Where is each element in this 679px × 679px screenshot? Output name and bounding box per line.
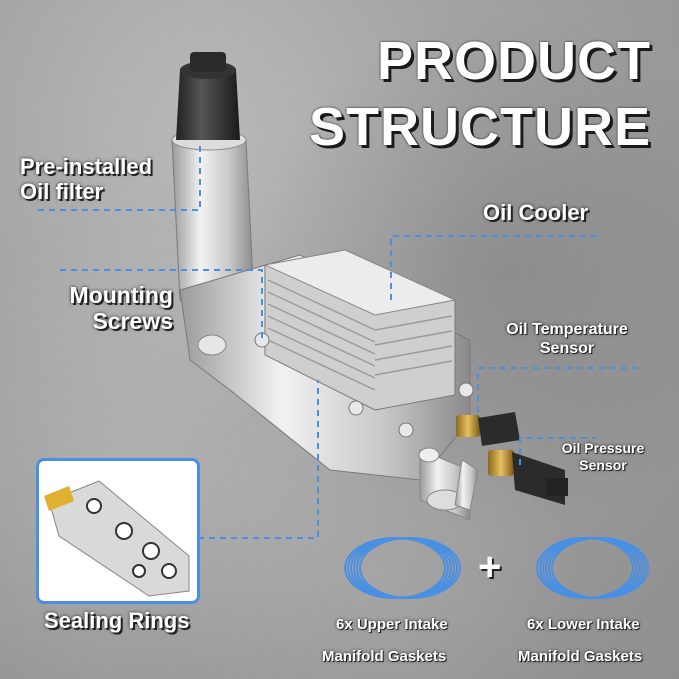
label-oil-temperature-sensor: Oil Temperature Sensor <box>486 320 648 358</box>
sealing-rings-detail-image <box>44 480 190 597</box>
sealing-rings-inset <box>36 458 200 604</box>
label-mounting-screws-line2: Screws <box>92 308 173 335</box>
oil-pressure-sensor <box>488 450 568 505</box>
plus-sign: + <box>478 545 502 589</box>
upper-gasket-caption-line1: 6x Upper Intake <box>336 616 448 633</box>
title-line-2: STRUCTURE <box>309 97 651 157</box>
label-oil-pressure-line2: Sensor <box>579 456 627 473</box>
label-oil-filter-line2: Oil filter <box>20 179 104 205</box>
oil-temperature-sensor <box>456 412 520 446</box>
title-line-1: PRODUCT <box>377 31 651 91</box>
label-oil-temp-line2: Sensor <box>539 340 595 358</box>
lower-gasket-caption-line1: 6x Lower Intake <box>527 616 640 633</box>
label-oil-filter-line1: Pre-installed <box>20 154 153 179</box>
label-mounting-screws: Mounting Screws <box>55 282 173 335</box>
lower-gasket-caption-line2: Manifold Gaskets <box>518 648 643 665</box>
label-oil-filter: Pre-installed Oil filter <box>20 154 152 205</box>
lower-gasket-rings <box>536 537 649 599</box>
label-oil-pressure-sensor: Oil Pressure Sensor <box>548 440 658 474</box>
label-oil-temp-line1: Oil Temperature <box>506 321 628 338</box>
oil-cooler-stack <box>263 249 457 411</box>
label-oil-pressure-line1: Oil Pressure <box>561 440 645 456</box>
label-mounting-screws-line1: Mounting <box>69 282 173 308</box>
filter-canister <box>171 52 255 331</box>
label-sealing-rings: Sealing Rings <box>44 608 190 633</box>
label-oil-cooler: Oil Cooler <box>483 200 589 225</box>
upper-gasket-caption-line2: Manifold Gaskets <box>322 648 447 665</box>
mounting-bolts <box>254 332 474 438</box>
upper-gasket-rings <box>344 537 461 599</box>
